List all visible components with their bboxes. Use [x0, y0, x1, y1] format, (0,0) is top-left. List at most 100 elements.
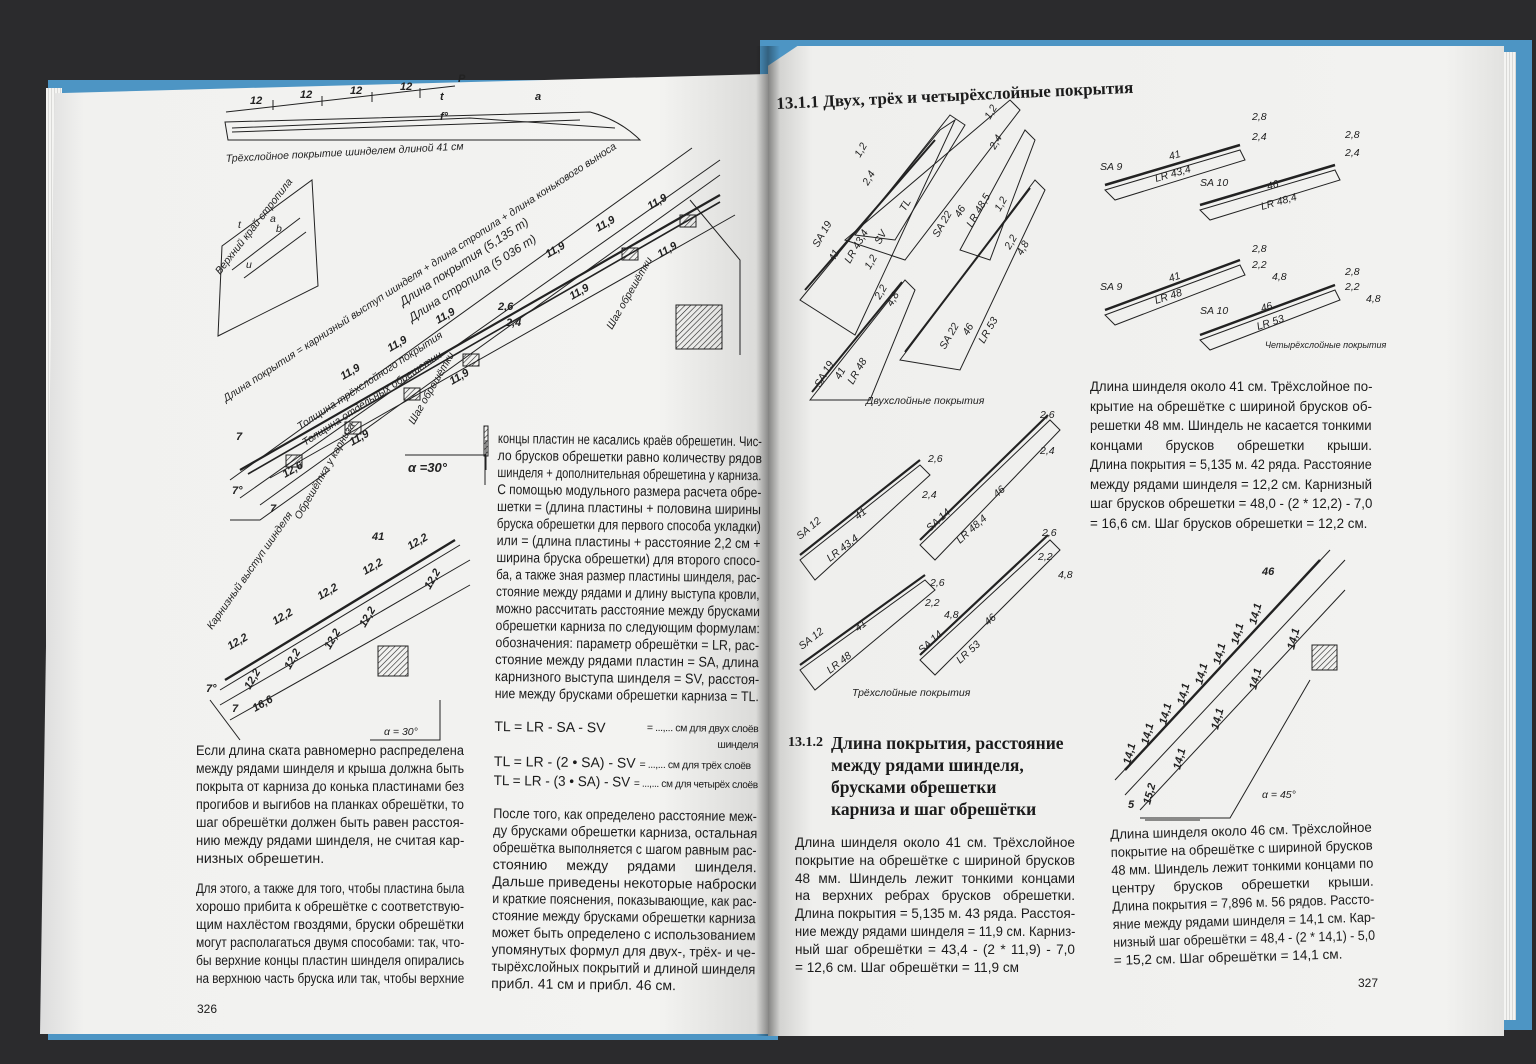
dim-label: 12,2	[316, 581, 341, 602]
text-line: покрыта от карниза до конька пластинами …	[196, 779, 465, 795]
mark-label: u	[246, 259, 252, 271]
book-spine-shadow	[756, 46, 780, 1036]
dim-label: 2,8	[1251, 243, 1267, 255]
dim-label: 11,9	[448, 366, 473, 387]
dim-label: 11,9	[656, 239, 681, 260]
formula-result: = ...,... см для двух слоёв	[646, 721, 759, 736]
dim-label: LR 48,4	[1260, 191, 1299, 213]
dim-label: LR 53	[976, 315, 1000, 345]
dim-label: 2,2	[1344, 281, 1360, 293]
four-layer-diagrams	[1104, 143, 1341, 351]
text-line: хорошо прибита к обрешётке с соответству…	[196, 899, 465, 915]
dim-label: 4,8	[1366, 293, 1381, 305]
dim-label: LR 53	[1255, 313, 1286, 333]
dim-label: 11,9	[646, 191, 671, 212]
mark-label: a	[535, 91, 541, 103]
left-col1-text: Если длина ската равномерно распределена…	[196, 742, 464, 988]
dim-label: 14,1	[1139, 722, 1156, 746]
dim-label: 2,6	[497, 301, 514, 313]
dim-label: 46	[1259, 300, 1274, 315]
dim-label: 41	[1168, 148, 1183, 163]
text-line: между рядами шинделя и крыша должна быть	[196, 761, 465, 777]
dim-label: 5	[1128, 799, 1135, 811]
section-heading-13-1-2: 13.1.2 Длина покрытия, расстояние между …	[788, 732, 1064, 820]
heading-line: брусками обрешетки	[831, 777, 997, 797]
formula-1: TL = LR - SA - SV = ...,... см для двух …	[494, 718, 758, 738]
page-number-right: 327	[1358, 976, 1379, 990]
dim-label: 12,2	[322, 627, 343, 652]
dim-label: SA 9	[1100, 281, 1123, 293]
dim-label: 14,1	[1247, 667, 1264, 691]
formula-result: = ...,... см для четырёх слоёв	[633, 777, 758, 792]
dim-label: 11,9	[544, 239, 569, 260]
roof-slope-diagram-45	[1114, 549, 1346, 821]
text-line: крытие на обрешётке с шириной брусков об…	[1090, 398, 1372, 414]
three-layer-section-diagram	[224, 85, 642, 141]
step-label: Шаг обрешётки	[604, 255, 655, 331]
dim-label: 46	[952, 203, 968, 219]
dim-label: 14,1	[1193, 662, 1210, 686]
dim-label: 2,4	[1344, 147, 1360, 159]
diagram-caption: Верхний край стропила	[213, 176, 295, 277]
formula-result-cont: шинделя	[717, 738, 759, 752]
dim-label: TL	[897, 197, 914, 214]
text-line: Если длина ската равномерно распределена	[196, 743, 464, 759]
dim-label: SA 12	[794, 515, 823, 542]
angle-label: α = 30°	[384, 726, 418, 738]
dim-label: 12,2	[361, 556, 386, 577]
diagram-caption: Двухслойные покрытия	[865, 395, 985, 407]
formula-text: TL = LR - (2 • SA) - SV	[493, 752, 640, 771]
text-line: Длина шинделя около 41 см. Трёхслойное п…	[1090, 379, 1373, 394]
left-col2-text: концы пластин не касались краёв обрешети…	[491, 430, 762, 995]
dim-label: 7°	[232, 485, 243, 497]
dim-label: LR 43,4	[1154, 163, 1193, 185]
dim-label: 12	[350, 85, 362, 97]
text-line: Для этого, а также для того, чтобы пласт…	[196, 881, 465, 897]
dim-label: 1,2	[862, 253, 880, 272]
formula-text: TL = LR - (3 • SA) - SV	[493, 771, 635, 790]
dim-label: 14,1	[1171, 747, 1188, 771]
angle-label: α = 45°	[1262, 789, 1296, 801]
text-line: прибл. 41 см и прибл. 46 см.	[491, 974, 677, 994]
dim-label: 11,9	[339, 361, 364, 382]
dim-label: 14,1	[1157, 702, 1174, 726]
dim-label: 2,8	[1344, 266, 1360, 278]
dim-label: LR 48,5	[964, 192, 993, 230]
dim-label: 2,2	[1037, 551, 1053, 563]
dim-label: LR 43,4	[824, 532, 860, 564]
dim-label: 14,1	[1211, 642, 1228, 666]
text-line: на верхних ребрах брусков обрешетки.	[795, 888, 1075, 904]
diagram-caption: Трёхслойные покрытия	[852, 687, 971, 699]
mark-label: t	[238, 219, 242, 231]
two-layer-diagrams	[799, 99, 1046, 401]
dim-label: 4,8	[1272, 271, 1287, 283]
dim-label: 7°	[206, 683, 217, 695]
text-line: между рядами шинделя = 12,2 см. Карнизны…	[1090, 476, 1372, 492]
text-line: низных обрешетин.	[196, 851, 325, 867]
dim-label: 1,2	[852, 141, 870, 160]
dim-label: 2,4	[1251, 131, 1267, 143]
dim-label: 2,2	[924, 597, 940, 609]
roof-slope-diagram-30	[229, 147, 741, 521]
dim-label: 2,6	[927, 453, 943, 465]
dim-label: 14,1	[1285, 627, 1302, 651]
text-line: прогибов и выгибов на планках обрешётки,…	[196, 797, 464, 813]
rafter-sketch	[217, 179, 319, 337]
text-line: ние между брусками обрешетки карниза = T…	[494, 684, 759, 705]
cover-length-label: Длина покрытия (5,135 m)	[395, 215, 531, 310]
dim-label: 12	[250, 95, 262, 107]
mark-label: a	[270, 213, 276, 225]
dim-label: 46	[1266, 178, 1281, 193]
text-line: нию между рядами шинделя, не считая кар-	[196, 833, 465, 849]
dim-label: LR 48	[824, 650, 854, 677]
dim-label: SV	[872, 228, 890, 247]
dim-label: 2,4	[505, 317, 521, 329]
text-line: тырёхслойных покрытий и длиной шинделя	[491, 957, 756, 978]
three-layer-diagrams	[799, 414, 1061, 691]
paragraph: Если длина ската равномерно распределена…	[196, 742, 464, 868]
heading-line: между рядами шинделя,	[831, 755, 1024, 775]
text-line: Длина покрытия = 5,135 м. 42 ряда. Расст…	[1090, 457, 1372, 472]
dim-label: 2,4	[921, 489, 937, 501]
text-line: на верхнюю часть бруска или так, чтобы в…	[196, 971, 465, 987]
dim-label: 14,1	[1229, 622, 1246, 646]
